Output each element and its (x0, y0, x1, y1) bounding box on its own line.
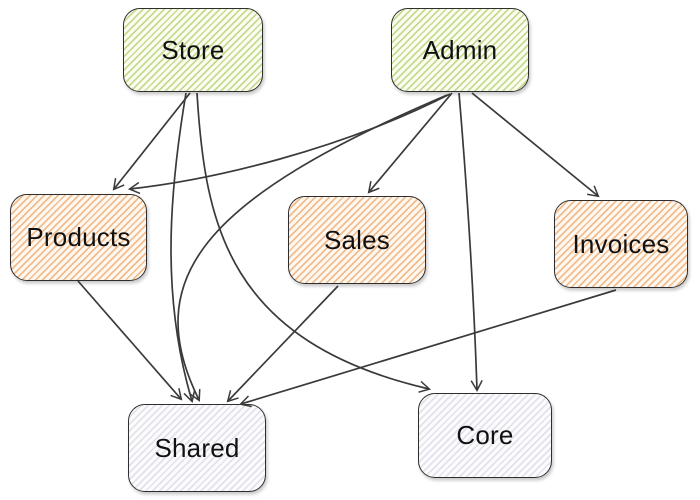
edge-products-shared (77, 280, 183, 401)
node-label-core: Core (456, 420, 514, 450)
node-admin: Admin (391, 8, 529, 92)
edge-admin-products (127, 93, 451, 195)
edge-sales-shared (226, 285, 339, 403)
node-label-store: Store (161, 34, 225, 65)
node-label-sales: Sales (323, 224, 391, 255)
edge-store-shared (170, 92, 196, 403)
edge-admin-core (458, 92, 483, 393)
node-label-admin: Admin (422, 34, 498, 65)
node-core: Core (418, 393, 552, 478)
node-label-shared: Shared (154, 432, 240, 463)
edge-store-products (112, 92, 191, 191)
edge-invoices-shared (239, 289, 617, 408)
node-products: Products (10, 194, 147, 281)
node-label-products: Products (26, 222, 131, 252)
edge-admin-invoices (471, 92, 600, 198)
node-label-invoices: Invoices (572, 228, 670, 259)
node-store: Store (123, 8, 263, 92)
edge-admin-sales (367, 92, 453, 194)
node-shared: Shared (128, 404, 266, 492)
node-invoices: Invoices (554, 200, 688, 288)
node-sales: Sales (288, 196, 426, 284)
